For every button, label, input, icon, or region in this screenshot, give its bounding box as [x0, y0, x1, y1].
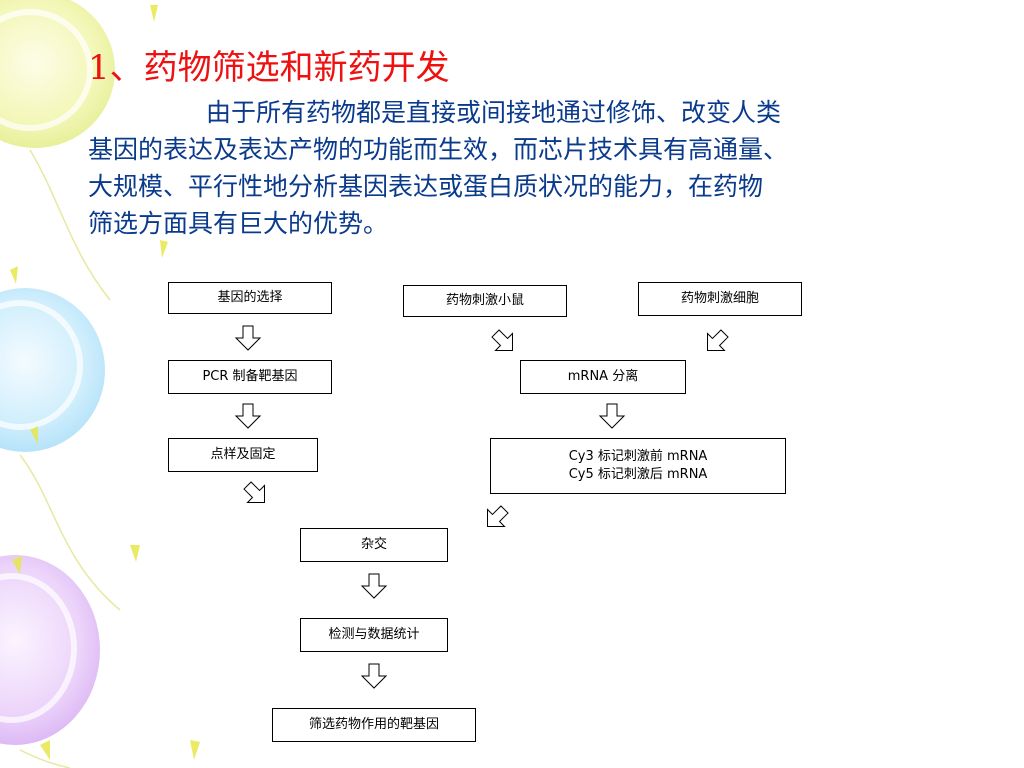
- node-mrna-separation: mRNA 分离: [520, 360, 686, 394]
- node-label: 药物刺激细胞: [680, 291, 759, 306]
- node-label: 点样及固定: [210, 447, 276, 462]
- slide-title: 1、药物筛选和新药开发: [88, 48, 450, 88]
- diagonal-arrow-icon: [487, 505, 509, 527]
- confetti-shapes: [10, 5, 200, 760]
- node-label: 筛选药物作用的靶基因: [308, 717, 439, 732]
- paragraph-line: 大规模、平行性地分析基因表达或蛋白质状况的能力，在药物: [88, 172, 764, 201]
- node-cy-labeling: Cy3 标记刺激前 mRNA Cy5 标记刺激后 mRNA: [490, 438, 786, 494]
- paragraph-line: 基因的表达及表达产物的功能而生效，而芯片技术具有高通量、: [88, 135, 789, 164]
- node-drug-cell: 药物刺激细胞: [638, 282, 802, 316]
- blue-balloon: [0, 288, 105, 452]
- node-label: 杂交: [360, 537, 387, 552]
- node-label: 药物刺激小鼠: [445, 293, 524, 308]
- paragraph-line: 由于所有药物都是直接或间接地通过修饰、改变人类: [206, 98, 782, 127]
- node-label: 检测与数据统计: [328, 627, 420, 642]
- yellow-balloon: [0, 0, 115, 148]
- node-label: Cy3 标记刺激前 mRNA: [568, 449, 708, 464]
- node-label: mRNA 分离: [567, 369, 639, 384]
- node-drug-mouse: 药物刺激小鼠: [403, 285, 567, 317]
- node-pcr: PCR 制备靶基因: [168, 360, 332, 394]
- intro-paragraph: 由于所有药物都是直接或间接地通过修饰、改变人类 基因的表达及表达产物的功能而生效…: [88, 94, 1018, 242]
- down-arrow-icon: [360, 573, 388, 599]
- diagonal-arrow-icon: [707, 329, 729, 351]
- down-arrow-icon: [360, 663, 388, 689]
- node-label: Cy5 标记刺激后 mRNA: [568, 467, 708, 482]
- node-hybridization: 杂交: [300, 528, 448, 562]
- node-label: PCR 制备靶基因: [202, 369, 298, 384]
- node-detection: 检测与数据统计: [300, 618, 448, 652]
- node-spot-fix: 点样及固定: [168, 438, 318, 472]
- node-target-genes: 筛选药物作用的靶基因: [272, 708, 476, 742]
- diagonal-arrow-icon: [243, 481, 265, 503]
- node-label: 基因的选择: [217, 290, 283, 305]
- down-arrow-icon: [234, 325, 262, 351]
- diagonal-arrow-icon: [491, 329, 513, 351]
- purple-balloon: [0, 555, 100, 745]
- node-gene-select: 基因的选择: [168, 282, 332, 314]
- down-arrow-icon: [598, 403, 626, 429]
- paragraph-line: 筛选方面具有巨大的优势。: [88, 209, 389, 238]
- down-arrow-icon: [234, 403, 262, 429]
